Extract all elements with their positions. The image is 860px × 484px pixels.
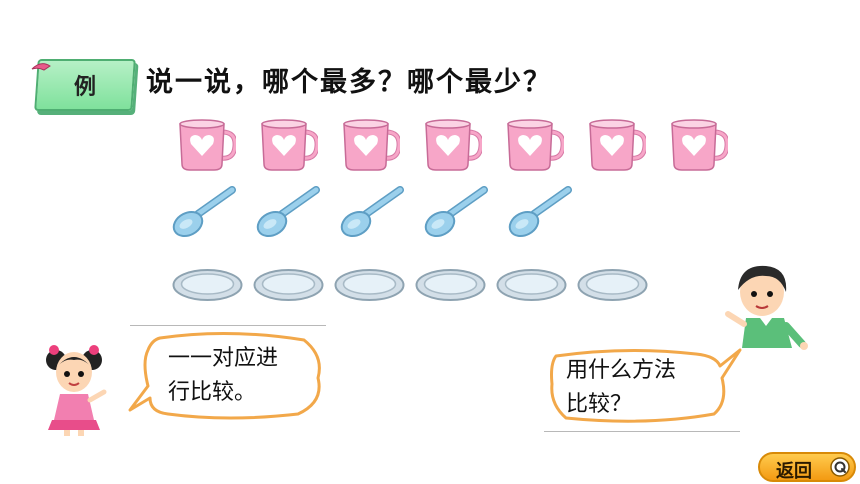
plate-icon	[577, 269, 648, 301]
back-button[interactable]: 返回	[758, 452, 856, 482]
plate-icon	[415, 269, 486, 301]
boy-bubble-text: 用什么方法 比较？	[566, 354, 676, 422]
back-button-label: 返回	[776, 461, 812, 482]
plates-row	[172, 268, 648, 302]
cup-icon	[343, 119, 400, 171]
boy-speech-bubble	[550, 348, 742, 423]
return-icon	[830, 457, 850, 477]
boy-bubble-line1: 用什么方法	[566, 358, 677, 383]
example-label: 例	[73, 75, 96, 100]
spoon-icon	[256, 186, 320, 237]
girl-bubble-line1: 一一对应进	[168, 346, 279, 371]
pin-icon	[31, 63, 51, 71]
plate-icon	[253, 269, 324, 301]
cup-icon	[589, 119, 646, 171]
plate-icon	[496, 269, 567, 301]
plate-icon	[334, 269, 405, 301]
cup-icon	[261, 119, 318, 171]
cups-row	[178, 118, 728, 172]
cup-icon	[179, 119, 236, 171]
plate-icon	[172, 269, 243, 301]
girl-bubble-line2: 行比较。	[168, 380, 257, 405]
divider-right	[544, 431, 740, 432]
spoon-icon	[340, 186, 404, 237]
cup-icon	[425, 119, 482, 171]
boy-illustration	[725, 265, 808, 350]
girl-speech-bubble	[128, 331, 321, 420]
girl-illustration	[46, 345, 107, 436]
cup-icon	[507, 119, 564, 171]
cup-icon	[671, 119, 728, 171]
boy-bubble-line2: 比较？	[566, 392, 633, 417]
spoons-row	[172, 186, 572, 238]
question-text: 说一说，哪个最多？哪个最少？	[146, 67, 552, 98]
girl-bubble-text: 一一对应进 行比较。	[168, 342, 278, 410]
divider-left	[130, 325, 326, 326]
spoon-icon	[172, 186, 236, 237]
spoon-icon	[424, 186, 488, 237]
spoon-icon	[508, 186, 572, 237]
